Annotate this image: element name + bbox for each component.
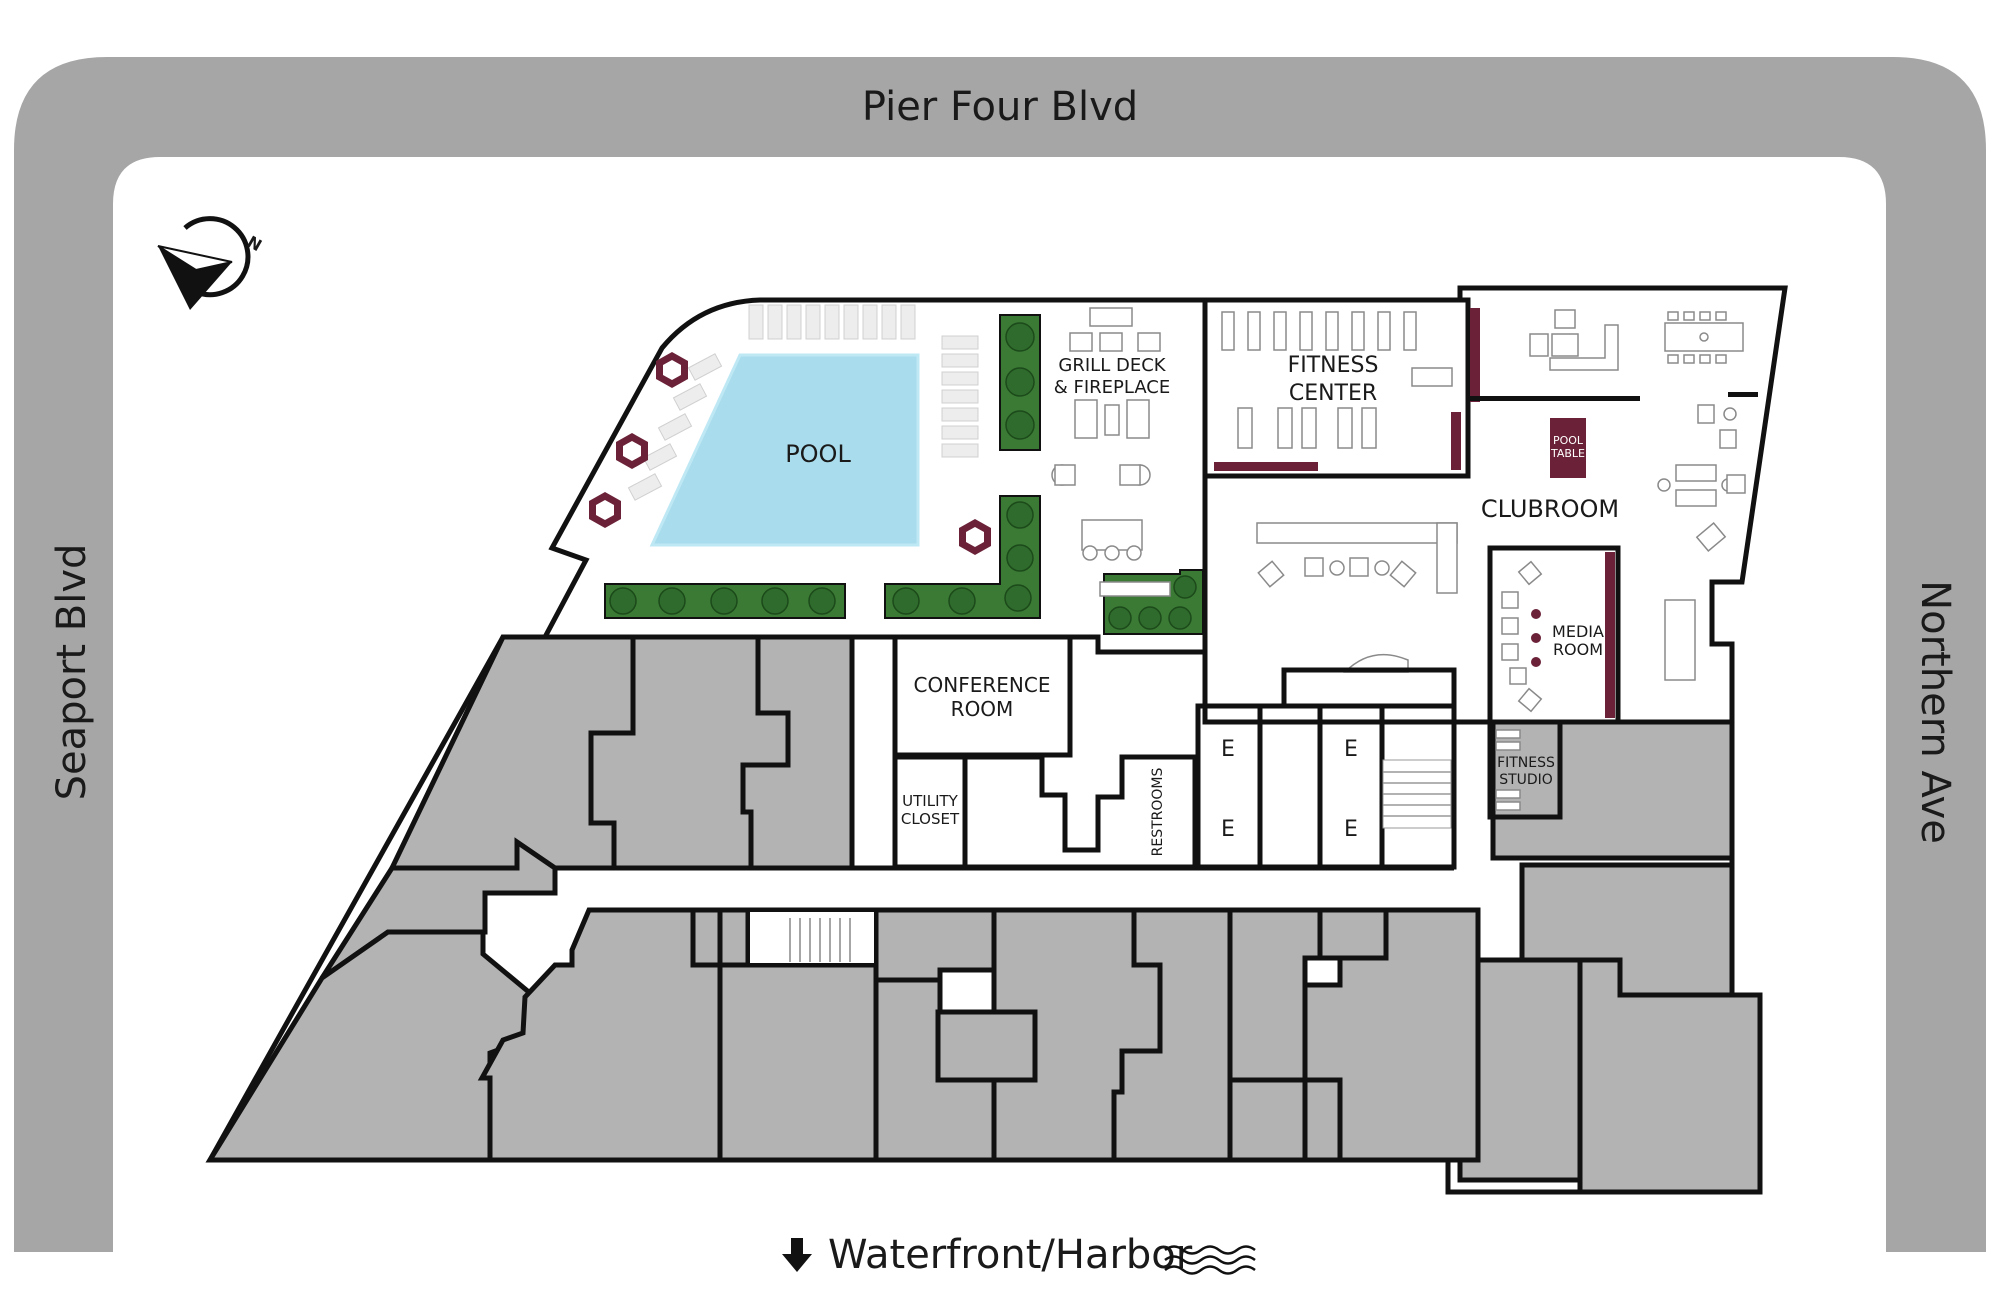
fitness-center-label-2: CENTER [1289,381,1377,406]
utility-closet-label-1: UTILITY [902,792,959,810]
clubroom-furniture [1256,309,1746,673]
residential-units [205,634,1763,1195]
fitness-equipment [1214,311,1461,471]
fitness-studio-equipment [1495,729,1521,811]
conference-room-label-2: ROOM [951,697,1014,721]
pool-table: POOL TABLE [1550,418,1586,478]
elevator-label-1: E [1221,737,1235,762]
conference-room-label-1: CONFERENCE [914,673,1051,697]
street-label-west: Seaport Blvd [49,544,95,801]
clubroom-divider [1468,396,1640,401]
street-label-south: Waterfront/Harbor [828,1232,1193,1278]
utility-closet-label-2: CLOSET [901,810,960,828]
fitness-studio-label-2: STUDIO [1499,772,1553,788]
pool-water [649,353,920,547]
planters [604,314,1204,635]
fitness-studio-label-1: FITNESS [1497,755,1555,771]
elevator-label-3: E [1344,737,1358,762]
pool-loungers [627,304,979,501]
north-arrow-compass-icon: N [157,216,265,310]
street-label-north: Pier Four Blvd [862,84,1138,130]
clubroom-divider-right [1728,392,1758,397]
grill-deck-furniture [1051,307,1171,597]
stair-icon [746,759,1452,967]
elevator-label-2: E [1221,817,1235,842]
media-room-seating [1501,560,1696,713]
media-room-screen [1605,552,1615,718]
water-waves-icon [1164,1245,1256,1275]
grill-deck-label-1: GRILL DECK [1058,355,1166,376]
hexagon-fire-pit-icon [589,352,991,555]
media-room-label-1: MEDIA [1552,622,1604,641]
pool-area: POOL [649,353,920,547]
pool-label: POOL [785,440,851,468]
clubroom-label: CLUBROOM [1481,495,1619,523]
fitness-center-label-1: FITNESS [1288,353,1379,378]
street-label-east: Northern Ave [1912,580,1958,844]
media-room-label-2: ROOM [1553,640,1603,659]
elevator-label-4: E [1344,817,1358,842]
grill-deck-label-2: & FIREPLACE [1054,377,1171,398]
pool-table-label-1: POOL [1553,434,1584,447]
down-arrow-icon [782,1238,812,1272]
clubroom-accent-wall [1470,308,1480,402]
central-corridor-rooms [555,634,1563,913]
restrooms-label: RESTROOMS [1150,768,1166,857]
pool-table-label-2: TABLE [1550,447,1585,460]
